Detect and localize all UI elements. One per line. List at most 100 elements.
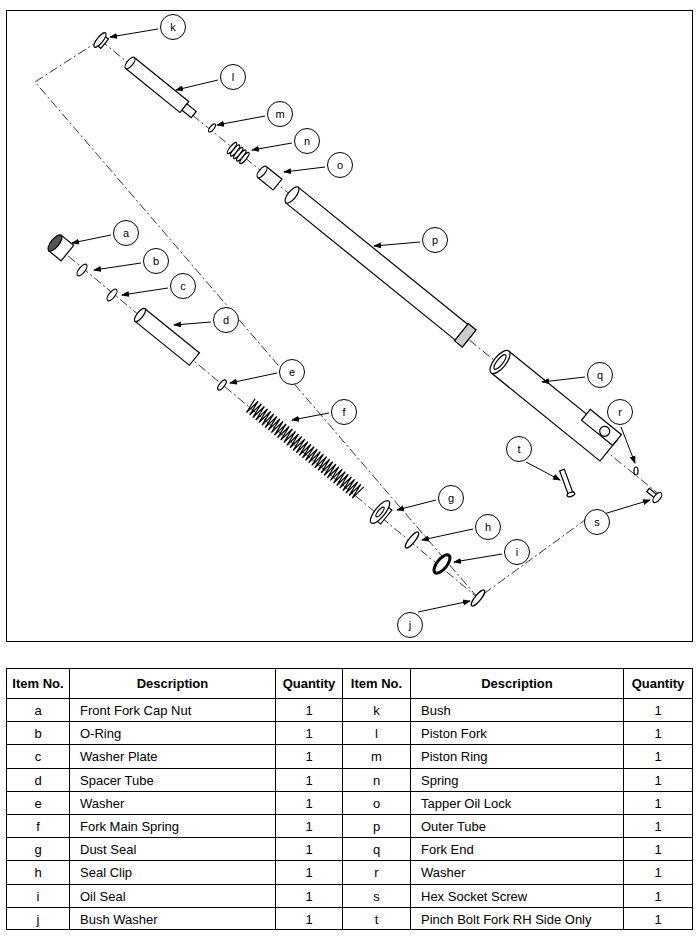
table-cell: q [343, 838, 410, 860]
table-cell: 1 [624, 792, 692, 814]
quantity: 1 [654, 912, 661, 927]
quantity: 1 [305, 749, 312, 764]
table-cell: 1 [624, 769, 692, 791]
item-letter: c [35, 749, 42, 764]
fork-parts [46, 31, 664, 608]
table-cell: l [343, 722, 410, 744]
callout-circle: f [331, 399, 357, 425]
table-cell: g [7, 838, 69, 860]
table-cell: 1 [276, 792, 342, 814]
quantity: 1 [654, 842, 661, 857]
item-letter: p [373, 819, 380, 834]
part-description: Hex Socket Screw [421, 889, 527, 904]
quantity: 1 [305, 865, 312, 880]
part-description: Dust Seal [80, 842, 136, 857]
quantity: 1 [654, 796, 661, 811]
item-letter: j [37, 912, 40, 927]
callout-letter: c [180, 281, 186, 292]
table-cell: Piston Fork [411, 722, 623, 744]
callout-circle: p [422, 227, 448, 253]
item-letter: f [36, 819, 40, 834]
part-description: Bush [421, 703, 451, 718]
header-text: Item No. [12, 676, 63, 691]
picture-frame [7, 11, 693, 642]
part-description: Piston Ring [421, 749, 487, 764]
callout-circle: c [170, 273, 196, 299]
callout-letter: g [448, 493, 454, 504]
part-description: O-Ring [80, 726, 121, 741]
quantity: 1 [305, 912, 312, 927]
callout-circle: o [327, 152, 353, 178]
table-cell: Oil Seal [70, 885, 275, 907]
callout-letter: s [594, 517, 600, 528]
table-cell: 1 [624, 745, 692, 768]
table-cell: h [7, 861, 69, 884]
quantity: 1 [654, 819, 661, 834]
table-cell: 1 [276, 699, 342, 721]
table-cell: r [343, 861, 410, 884]
callout-letter: h [485, 522, 491, 533]
part-description: Piston Fork [421, 726, 487, 741]
table-cell: Bush Washer [70, 908, 275, 930]
callout-letter: m [275, 109, 284, 120]
table-cell: Washer [70, 792, 275, 814]
table-cell: 1 [624, 815, 692, 837]
quantity: 1 [305, 703, 312, 718]
callout-circle: l [220, 64, 246, 90]
header-text: Description [481, 676, 553, 691]
table-cell: Piston Ring [411, 745, 623, 768]
table-cell: o [343, 792, 410, 814]
quantity: 1 [305, 819, 312, 834]
table-cell: Tapper Oil Lock [411, 792, 623, 814]
part-description: Seal Clip [80, 865, 132, 880]
table-cell: 1 [624, 908, 692, 930]
callout-circle: g [438, 485, 464, 511]
table-cell: Front Fork Cap Nut [70, 699, 275, 721]
item-letter: b [34, 726, 41, 741]
item-letter: q [373, 842, 380, 857]
item-letter: i [37, 889, 40, 904]
header-text: Quantity [632, 676, 685, 691]
table-cell: p [343, 815, 410, 837]
callout-letter: o [337, 160, 343, 171]
part-description: Outer Tube [421, 819, 486, 834]
table-header: Quantity [624, 669, 692, 698]
table-cell: 1 [276, 722, 342, 744]
table-cell: n [343, 769, 410, 791]
quantity: 1 [305, 889, 312, 904]
part-description: Fork Main Spring [80, 819, 179, 834]
part-description: Washer [421, 865, 465, 880]
callout-letter: t [517, 444, 520, 455]
table-cell: i [7, 885, 69, 907]
table-cell: Washer Plate [70, 745, 275, 768]
table-cell: Outer Tube [411, 815, 623, 837]
header-text: Quantity [283, 676, 336, 691]
table-cell: b [7, 722, 69, 744]
callout-letter: d [223, 315, 229, 326]
callout-circle: s [584, 509, 610, 535]
callout-letter: e [289, 367, 295, 378]
table-cell: a [7, 699, 69, 721]
callout-circle: k [160, 14, 186, 40]
table-cell: s [343, 885, 410, 907]
item-letter: a [34, 703, 41, 718]
table-cell: 1 [276, 838, 342, 860]
assembly-axes [35, 40, 660, 598]
header-text: Item No. [351, 676, 402, 691]
table-cell: 1 [276, 861, 342, 884]
callout-circle: b [143, 248, 169, 274]
part-description: Front Fork Cap Nut [80, 703, 191, 718]
quantity: 1 [654, 703, 661, 718]
quantity: 1 [654, 889, 661, 904]
table-cell: 1 [276, 769, 342, 791]
header-text: Description [137, 676, 209, 691]
part-description: Fork End [421, 842, 474, 857]
item-letter: m [371, 749, 382, 764]
callout-letter: b [153, 256, 159, 267]
table-cell: e [7, 792, 69, 814]
table-cell: f [7, 815, 69, 837]
table-cell: Washer [411, 861, 623, 884]
quantity: 1 [654, 749, 661, 764]
callout-circle: j [397, 612, 423, 638]
quantity: 1 [305, 726, 312, 741]
